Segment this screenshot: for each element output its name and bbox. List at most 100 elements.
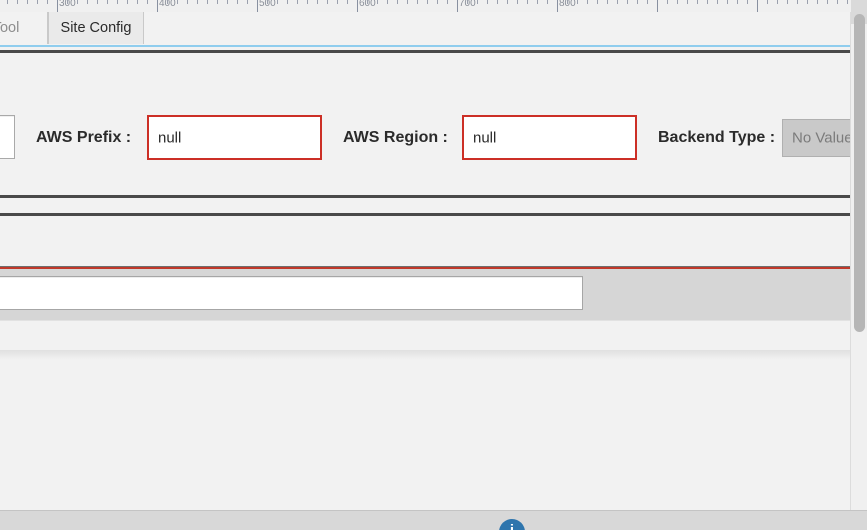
ruler-tick-major <box>57 0 58 12</box>
ruler-tick-minor <box>407 0 408 4</box>
aws-prefix-input[interactable]: null <box>147 115 322 160</box>
ruler-scale: 300 400 500 600 700 800 <box>0 0 851 12</box>
ruler-tick-minor <box>177 0 178 4</box>
ruler-tick-minor <box>307 0 308 4</box>
ruler-tick-major <box>357 0 358 12</box>
ruler-tick-minor <box>427 0 428 4</box>
error-divider <box>0 266 851 270</box>
ruler-label: 300 <box>59 0 76 9</box>
ruler-tick-minor <box>747 0 748 4</box>
ruler-tick-minor <box>367 0 368 4</box>
horizontal-ruler: 300 400 500 600 700 800 <box>0 0 867 13</box>
ruler-label: 400 <box>159 0 176 9</box>
ruler-tick-minor <box>117 0 118 4</box>
ruler-tick-minor <box>227 0 228 4</box>
ruler-tick-minor <box>277 0 278 4</box>
ruler-label: 800 <box>559 0 576 9</box>
ruler-tick-minor <box>807 0 808 4</box>
ruler-tick-minor <box>347 0 348 4</box>
ruler-tick-minor <box>87 0 88 4</box>
ruler-tick-minor <box>137 0 138 4</box>
backend-type-label: Backend Type : <box>658 129 776 146</box>
ruler-label: 500 <box>259 0 276 9</box>
ruler-tick-minor <box>37 0 38 4</box>
ruler-tick-minor <box>787 0 788 4</box>
ruler-tick-minor <box>597 0 598 4</box>
ruler-tick-minor <box>547 0 548 4</box>
ruler-tick-minor <box>567 0 568 4</box>
ruler-tick-minor <box>767 0 768 4</box>
ruler-tick-minor <box>127 0 128 4</box>
ruler-tick-minor <box>507 0 508 4</box>
ruler-tick-minor <box>7 0 8 4</box>
backend-type-value: No Value <box>792 129 853 147</box>
ruler-tick-minor <box>237 0 238 4</box>
ruler-label: 600 <box>359 0 376 9</box>
ruler-label: 700 <box>459 0 476 9</box>
ruler-tick-minor <box>337 0 338 4</box>
bottom-grey-panel <box>0 269 851 320</box>
ruler-tick-minor <box>737 0 738 4</box>
ruler-tick-minor <box>577 0 578 4</box>
ruler-tick-minor <box>687 0 688 4</box>
ruler-tick-minor <box>17 0 18 4</box>
ruler-tick-minor <box>327 0 328 4</box>
left-clipped-field[interactable] <box>0 115 15 159</box>
ruler-tick-minor <box>717 0 718 4</box>
ruler-tick-minor <box>637 0 638 4</box>
ruler-tick-minor <box>587 0 588 4</box>
ruler-tick-minor <box>727 0 728 4</box>
ruler-tick-minor <box>417 0 418 4</box>
vertical-scrollbar[interactable] <box>850 12 867 530</box>
ruler-tick-major <box>457 0 458 12</box>
vertical-scrollbar-thumb[interactable] <box>854 14 865 332</box>
ruler-tick-minor <box>607 0 608 4</box>
info-circle-icon[interactable]: i <box>499 519 525 530</box>
lower-content-pane <box>0 320 851 511</box>
ruler-tick-minor <box>517 0 518 4</box>
tab-site-config[interactable]: Site Config <box>48 12 144 44</box>
ruler-tick-minor <box>537 0 538 4</box>
ruler-tick-minor <box>467 0 468 4</box>
tab-site-config-label: Site Config <box>60 20 132 36</box>
ruler-tick-minor <box>97 0 98 4</box>
ruler-tick-minor <box>817 0 818 4</box>
tab-strip: y Tool Site Config <box>0 12 851 47</box>
ruler-tick-major <box>657 0 658 12</box>
ruler-tick-minor <box>477 0 478 4</box>
aws-region-input[interactable]: null <box>462 115 637 160</box>
ruler-tick-minor <box>437 0 438 4</box>
ruler-tick-minor <box>297 0 298 4</box>
section-divider-2 <box>0 213 851 216</box>
ruler-tick-minor <box>197 0 198 4</box>
aws-region-label: AWS Region : <box>343 129 448 146</box>
ruler-tick-minor <box>167 0 168 4</box>
tab-query-tool-label: y Tool <box>0 20 20 36</box>
ruler-tick-minor <box>247 0 248 4</box>
toolbar-divider-top <box>0 50 851 53</box>
ruler-tick-minor <box>837 0 838 4</box>
ruler-tick-minor <box>287 0 288 4</box>
ruler-tick-major <box>557 0 558 12</box>
panel-text-input[interactable] <box>0 276 583 310</box>
ruler-tick-minor <box>317 0 318 4</box>
tab-strip-filler <box>144 12 851 44</box>
ruler-tick-minor <box>267 0 268 4</box>
ruler-tick-major <box>757 0 758 12</box>
tab-query-tool[interactable]: y Tool <box>0 12 48 44</box>
aws-region-value: null <box>473 129 497 146</box>
ruler-tick-minor <box>627 0 628 4</box>
divider-gap-2 <box>0 216 851 266</box>
ruler-tick-minor <box>397 0 398 4</box>
ruler-tick-minor <box>707 0 708 4</box>
ruler-tail <box>851 0 867 12</box>
ruler-tick-minor <box>77 0 78 4</box>
ruler-tick-minor <box>67 0 68 4</box>
ruler-tick-minor <box>847 0 848 4</box>
ruler-tick-minor <box>487 0 488 4</box>
ruler-tick-minor <box>527 0 528 4</box>
site-config-form: AWS Prefix : null AWS Region : null Back… <box>0 53 867 206</box>
aws-prefix-value: null <box>158 129 182 146</box>
ruler-tick-minor <box>677 0 678 4</box>
